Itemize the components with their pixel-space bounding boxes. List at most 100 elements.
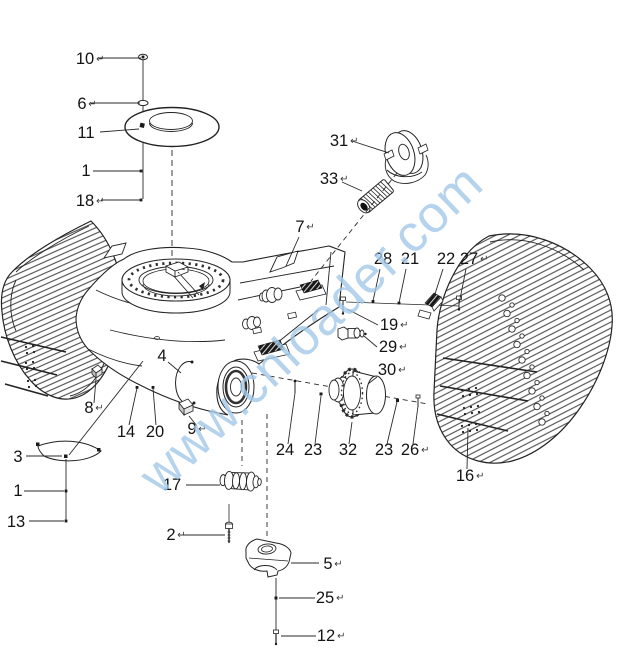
part-number: 6 <box>77 95 86 113</box>
paragraph-return-mark: ↵ <box>177 530 185 541</box>
part-5-guard-bracket <box>245 538 292 578</box>
part-2-bolt <box>225 521 233 543</box>
part-label-8: 8↵ <box>84 378 104 417</box>
shim-row-line <box>345 301 460 307</box>
paragraph-return-mark: ↵ <box>400 320 408 331</box>
part-8-shim-block <box>91 364 103 379</box>
motor-assembly-axis <box>251 372 429 405</box>
part-12-bolt <box>273 629 279 646</box>
right-track-bolt-holes <box>460 386 481 434</box>
part-label-18: 18↵ <box>76 192 141 210</box>
paragraph-return-mark: ↵ <box>350 136 358 147</box>
part-label-5: 5↵ <box>291 555 343 573</box>
paragraph-return-mark: ↵ <box>480 254 488 265</box>
part-number: 22 <box>437 250 455 268</box>
paragraph-return-mark: ↵ <box>398 365 406 376</box>
part-label-13: 13 <box>7 513 64 531</box>
part-26-pin <box>415 394 421 407</box>
part-number: 13 <box>7 513 25 531</box>
part-label-27: 27↵ <box>458 250 488 305</box>
leader-line <box>188 415 198 427</box>
part-label-33: 33↵ <box>320 170 363 192</box>
frame-mount-pads <box>252 279 327 362</box>
part-label-30: 30↵ <box>367 361 406 385</box>
leader-line <box>285 236 300 267</box>
part-number: 27 <box>460 250 478 268</box>
leader-line <box>152 387 157 426</box>
part-19-bolt <box>340 296 346 315</box>
part-number: 29 <box>379 338 397 356</box>
part-number: 25 <box>316 589 334 607</box>
part-number: 4 <box>157 347 166 365</box>
part-25-spacer <box>274 596 278 600</box>
part-label-9: 9↵ <box>187 415 207 438</box>
paragraph-return-mark: ↵ <box>334 559 342 570</box>
part-number: 2 <box>166 526 175 544</box>
paragraph-return-mark: ↵ <box>198 424 206 435</box>
part-label-14: 14 <box>117 387 138 441</box>
paragraph-return-mark: ↵ <box>96 54 104 65</box>
leader-line <box>99 128 140 133</box>
part-number: 9 <box>187 420 196 438</box>
part-3-guard <box>36 440 102 462</box>
part-9-shim-block <box>178 398 194 417</box>
frame-roller-bosses <box>242 287 283 330</box>
part-number: 5 <box>323 555 332 573</box>
right-track-illustration-part-16 <box>433 233 613 464</box>
part-label-29: 29↵ <box>363 335 407 356</box>
leader-line <box>398 268 407 304</box>
part-number: 31 <box>330 132 348 150</box>
leader-line <box>287 392 296 445</box>
part-number: 30 <box>378 361 396 379</box>
part-17-track-roller <box>219 470 262 492</box>
part-22-shim-block <box>417 292 444 320</box>
part-label-28: 28 <box>372 250 392 302</box>
part-23-washer-left <box>319 392 323 396</box>
left-track-bolt-holes <box>24 344 38 389</box>
part-label-1: 1 <box>81 162 141 180</box>
part-number: 8 <box>84 399 93 417</box>
leader-line <box>128 387 138 426</box>
part-27-pin <box>456 295 462 311</box>
paragraph-return-mark: ↵ <box>336 593 344 604</box>
part-label-17: 17 <box>163 476 220 494</box>
part-11-cover-disc <box>124 106 220 148</box>
part-label-32: 32 <box>339 421 357 459</box>
leader-line <box>348 421 353 445</box>
frame-hub-bore <box>217 360 255 414</box>
guard-position-line <box>68 360 144 456</box>
leader-line <box>458 268 467 305</box>
leader-line <box>367 376 378 385</box>
paragraph-return-mark: ↵ <box>399 342 407 353</box>
part-number: 1 <box>13 482 22 500</box>
part-label-16: 16↵ <box>456 427 484 485</box>
part-label-6: 6↵ <box>77 95 140 113</box>
paragraph-return-mark: ↵ <box>421 445 429 456</box>
leader-line <box>346 308 379 326</box>
part-number: 26 <box>401 441 419 459</box>
part-number: 21 <box>401 250 419 268</box>
top-assembly-axis <box>124 53 220 258</box>
part-33-recoil-spring <box>357 179 394 214</box>
part-number: 7 <box>295 218 304 236</box>
part-label-31: 31↵ <box>330 132 390 154</box>
paragraph-return-mark: ↵ <box>88 99 96 110</box>
paragraph-return-mark: ↵ <box>96 196 104 207</box>
part-number: 33 <box>320 170 338 188</box>
part-number: 28 <box>374 250 392 268</box>
part-label-10: 10↵ <box>76 50 141 68</box>
part-label-1: 1 <box>13 482 64 500</box>
part-number: 1 <box>81 162 90 180</box>
part-number: 23 <box>304 441 322 459</box>
part-label-25: 25↵ <box>279 589 344 607</box>
paragraph-return-mark: ↵ <box>306 222 314 233</box>
leader-line <box>314 395 322 445</box>
part-24-pin <box>293 379 297 393</box>
right-track-chain-links <box>498 294 550 426</box>
paragraph-return-mark: ↵ <box>337 631 345 642</box>
part-number: 18 <box>76 192 94 210</box>
leader-line <box>93 378 97 404</box>
leader-line <box>341 181 363 192</box>
